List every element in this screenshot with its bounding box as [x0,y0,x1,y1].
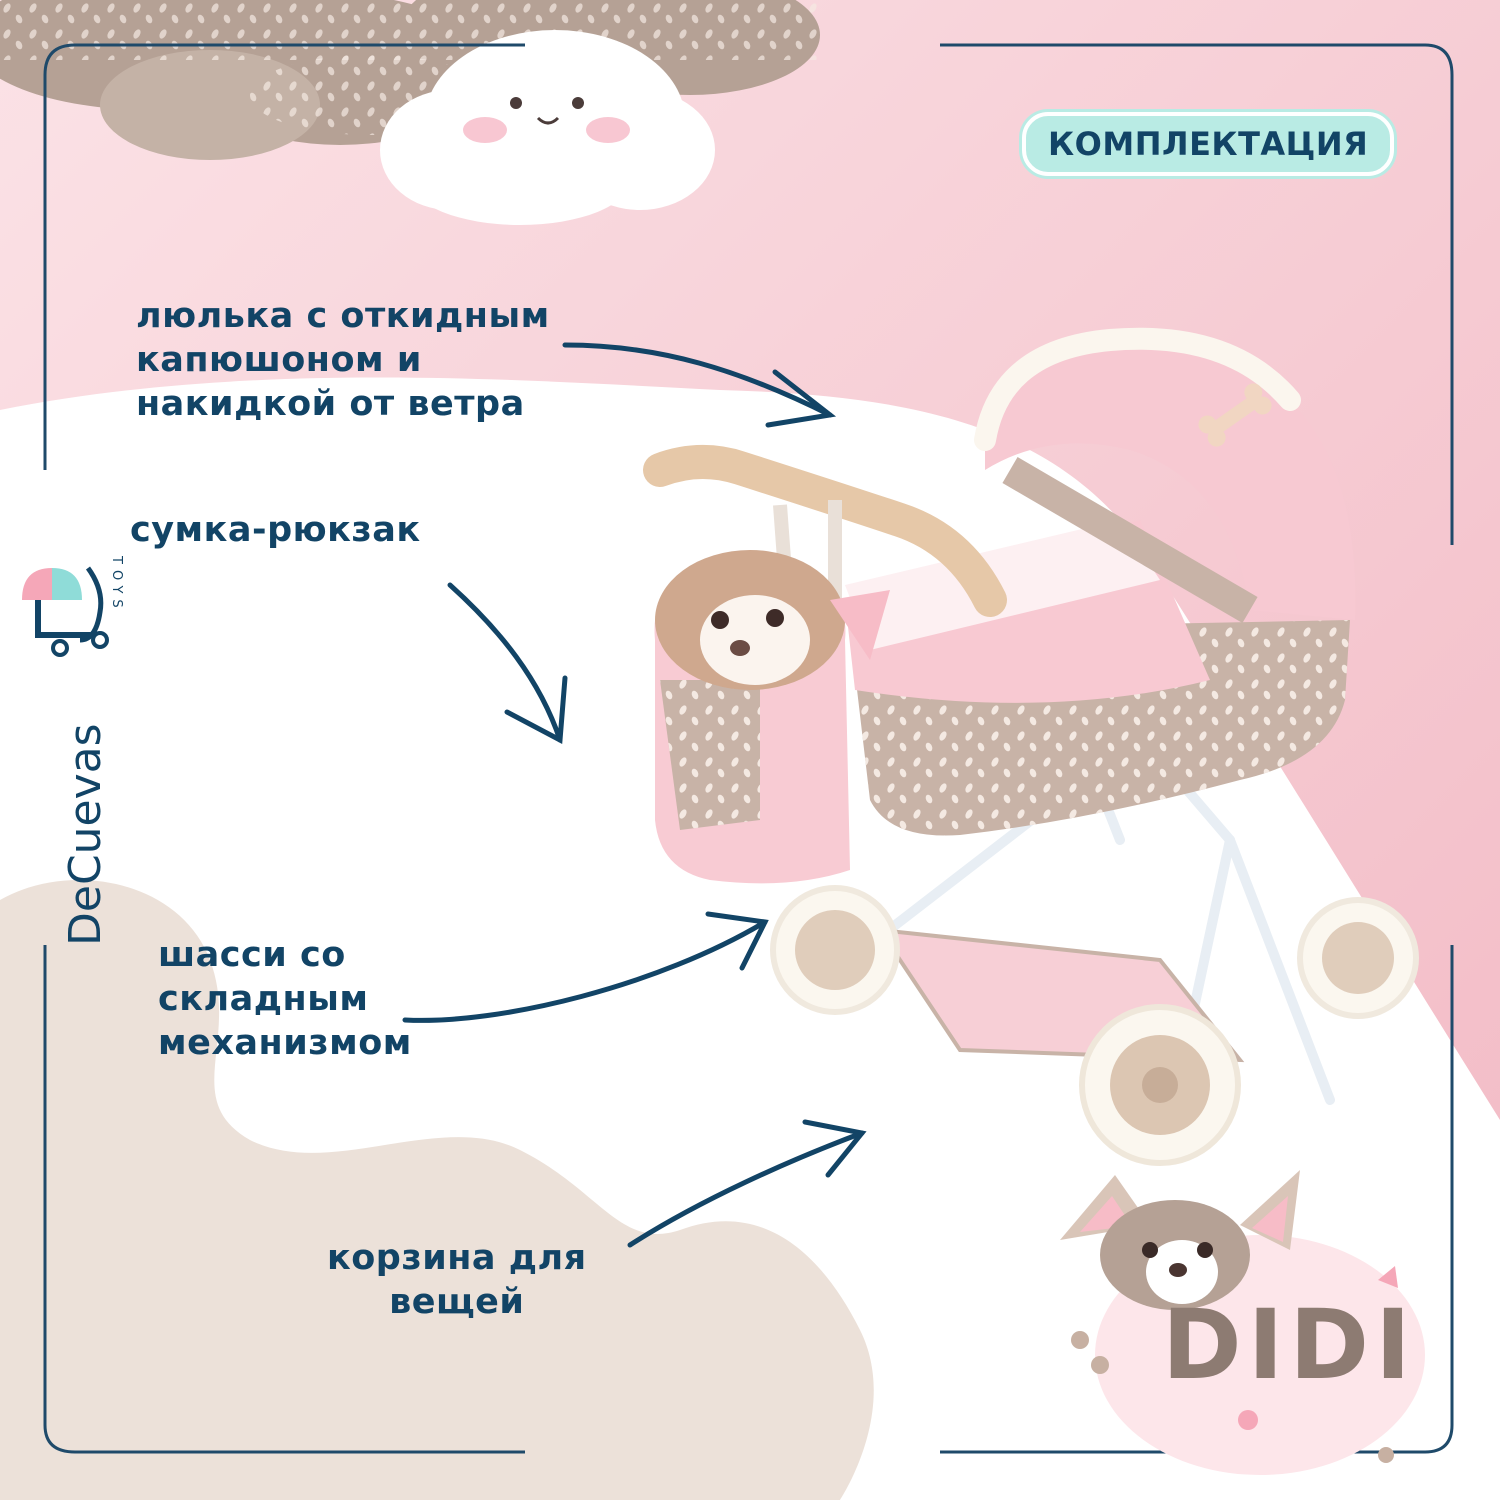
feature-line: люлька с откидным [136,296,550,336]
doll-pram-photo [643,327,1419,1166]
feature-basket: корзина для вещей [327,1236,587,1324]
brand-name: DeCuevas [60,723,111,946]
feature-chassis: шасси со складным механизмом [158,933,412,1065]
brand-sub: TOYS [109,556,124,614]
feature-line: корзина для [327,1238,587,1278]
feature-line: складным [158,979,369,1019]
feature-line: сумка-рюкзак [130,510,421,550]
beige-cloud [0,880,874,1500]
feature-line: накидкой от ветра [136,384,525,424]
chihuahua-mascot-icon [1060,1170,1425,1475]
feature-line: вещей [389,1282,525,1322]
brand-logo: DeCuevas [56,670,116,950]
baby-stroller-icon [22,566,109,657]
frame-border [43,43,1454,1454]
didi-logo: DIDI [1162,1289,1417,1401]
arrows [402,342,867,1248]
smiling-cloud-icon [380,30,715,225]
feature-line: капюшоном и [136,340,422,380]
contents-badge: КОМПЛЕКТАЦИЯ [1022,112,1395,176]
feature-line: механизмом [158,1023,412,1063]
feature-line: шасси со [158,935,346,975]
feature-bag: сумка-рюкзак [130,508,421,552]
feature-cradle: люлька с откидным капюшоном и накидкой о… [136,294,550,426]
